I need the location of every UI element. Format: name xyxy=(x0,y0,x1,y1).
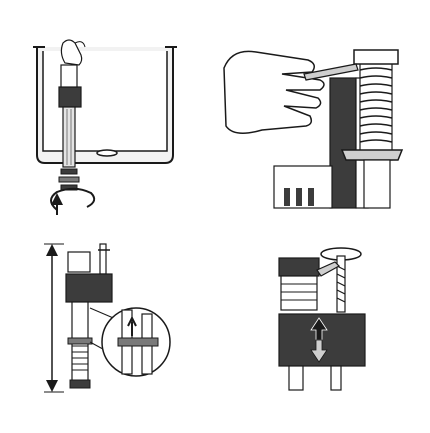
step-2-tighten-locknut xyxy=(222,38,407,213)
valve-height-adjust-icon xyxy=(44,243,171,393)
hand-tighten-locknut-icon xyxy=(223,49,404,209)
tank-fill-valve-install-icon xyxy=(33,39,177,215)
step-1-tank-install xyxy=(25,35,195,220)
step-3-height-adjust xyxy=(40,238,175,398)
step-4-float-adjust xyxy=(275,242,375,392)
float-cup-adjust-icon xyxy=(278,247,366,391)
